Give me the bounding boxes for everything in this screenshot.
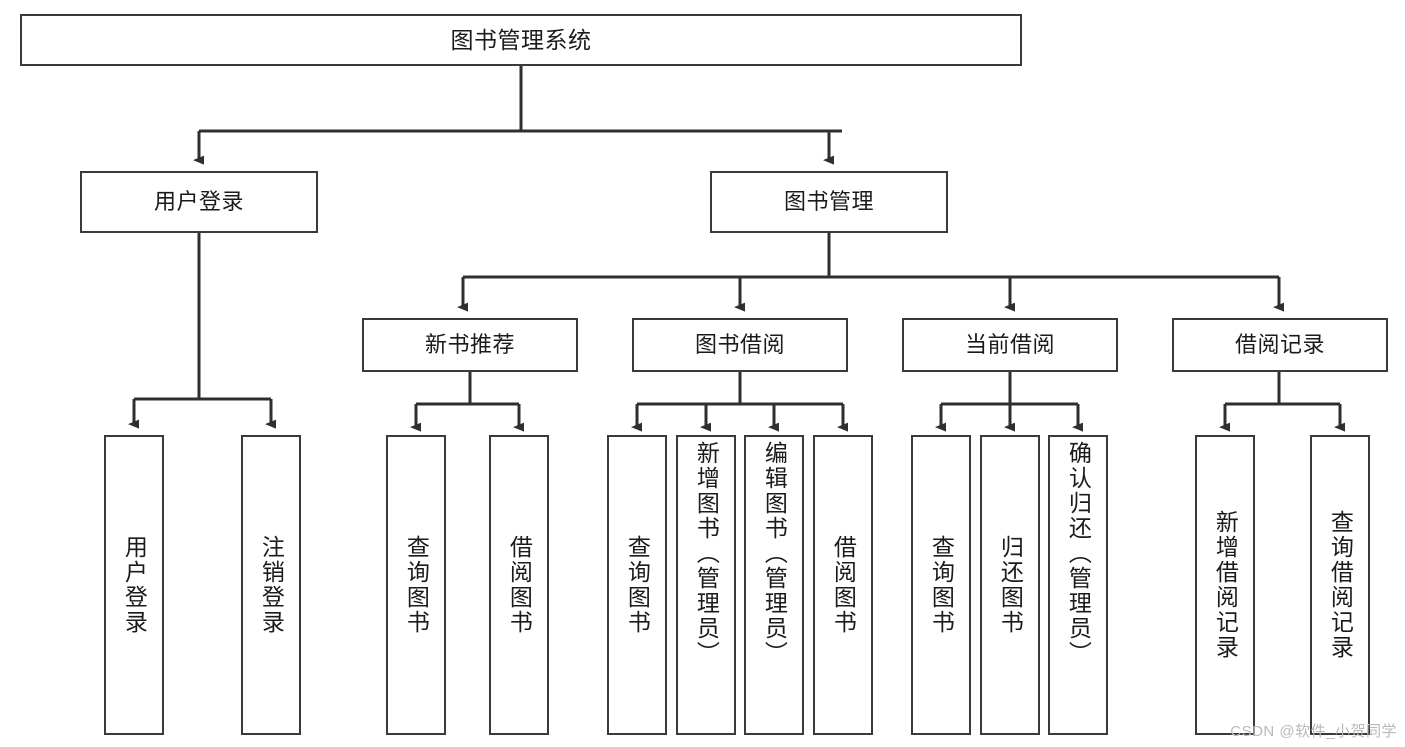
leaf-add-borrow-record[interactable]: 新增借阅记录 — [1195, 435, 1255, 735]
leaf-borrow-book[interactable]: 借阅图书 — [813, 435, 873, 735]
leaf-return-book-label: 归还图书 — [997, 535, 1024, 635]
leaf-user-login[interactable]: 用户登录 — [104, 435, 164, 735]
leaf-query-book-current-label: 查询图书 — [928, 535, 955, 635]
leaf-add-book-admin-label: 新增图书（管理员） — [693, 441, 720, 666]
node-book-management-label: 图书管理 — [783, 189, 874, 215]
leaf-logout[interactable]: 注销登录 — [241, 435, 301, 735]
leaf-query-borrow-record-label: 查询借阅记录 — [1327, 510, 1354, 660]
node-root-label: 图书管理系统 — [450, 26, 592, 53]
node-current-borrow-label: 当前借阅 — [964, 332, 1055, 358]
leaf-add-book-admin[interactable]: 新增图书（管理员） — [676, 435, 736, 735]
node-user-login[interactable]: 用户登录 — [80, 171, 318, 233]
leaf-logout-label: 注销登录 — [258, 535, 285, 635]
node-book-borrow-label: 图书借阅 — [694, 332, 785, 358]
leaf-edit-book-admin-label: 编辑图书（管理员） — [761, 441, 788, 666]
node-new-book-recommend-label: 新书推荐 — [424, 332, 515, 358]
node-borrow-record-label: 借阅记录 — [1234, 332, 1325, 358]
leaf-borrow-book-label: 借阅图书 — [830, 535, 857, 635]
leaf-user-login-label: 用户登录 — [121, 535, 148, 635]
node-root[interactable]: 图书管理系统 — [20, 14, 1022, 66]
watermark: CSDN @软件_小贺同学 — [1230, 723, 1397, 740]
leaf-borrow-book-newbook[interactable]: 借阅图书 — [489, 435, 549, 735]
leaf-query-book-current[interactable]: 查询图书 — [911, 435, 971, 735]
node-book-borrow[interactable]: 图书借阅 — [632, 318, 848, 372]
leaf-borrow-book-newbook-label: 借阅图书 — [506, 535, 533, 635]
leaf-query-borrow-record[interactable]: 查询借阅记录 — [1310, 435, 1370, 735]
node-user-login-label: 用户登录 — [153, 189, 244, 215]
leaf-return-book[interactable]: 归还图书 — [980, 435, 1040, 735]
node-borrow-record[interactable]: 借阅记录 — [1172, 318, 1388, 372]
leaf-add-borrow-record-label: 新增借阅记录 — [1212, 510, 1239, 660]
leaf-query-book-newbook[interactable]: 查询图书 — [386, 435, 446, 735]
node-book-management[interactable]: 图书管理 — [710, 171, 948, 233]
leaf-query-book-borrow[interactable]: 查询图书 — [607, 435, 667, 735]
leaf-confirm-return-admin-label: 确认归还（管理员） — [1065, 441, 1092, 666]
leaf-confirm-return-admin[interactable]: 确认归还（管理员） — [1048, 435, 1108, 735]
node-new-book-recommend[interactable]: 新书推荐 — [362, 318, 578, 372]
leaf-query-book-newbook-label: 查询图书 — [403, 535, 430, 635]
leaf-query-book-borrow-label: 查询图书 — [624, 535, 651, 635]
node-current-borrow[interactable]: 当前借阅 — [902, 318, 1118, 372]
leaf-edit-book-admin[interactable]: 编辑图书（管理员） — [744, 435, 804, 735]
